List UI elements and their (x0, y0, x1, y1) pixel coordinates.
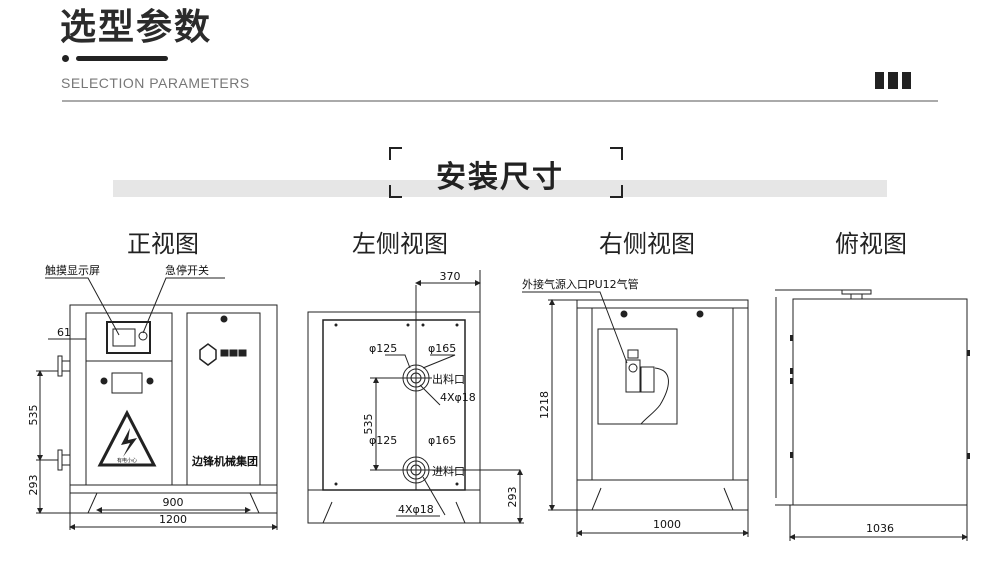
section-title: 安装尺寸 (436, 160, 564, 195)
title-underline-decoration (76, 56, 168, 61)
outlet-label: 出料口 (432, 372, 465, 386)
inlet-inner-dia: φ125 (369, 434, 397, 447)
header-divider (62, 100, 938, 102)
dim-293-front: 293 (27, 475, 40, 496)
dim-1036: 1036 (866, 522, 894, 535)
dim-535-front: 535 (27, 405, 40, 426)
air-inlet-callout: 外接气源入口PU12气管 (522, 277, 639, 291)
warning-text: 有电小心 (117, 457, 137, 464)
outlet-holes: 4Xφ18 (440, 391, 476, 404)
brand-text: 边锋机械集团 (191, 454, 258, 468)
dim-370: 370 (440, 270, 461, 283)
right-view-drawing: 外接气源入口PU12气管 1218 1000 (522, 277, 749, 537)
dim-900: 900 (163, 496, 184, 509)
left-view-label: 左侧视图 (352, 230, 448, 258)
brand-logo-icon (199, 343, 217, 366)
inlet-outer-dia: φ165 (428, 434, 456, 447)
top-view-drawing: 1036 (775, 289, 970, 541)
dim-293-left: 293 (506, 487, 519, 508)
air-filter-regulator-icon (625, 349, 669, 425)
dim-535-left: 535 (362, 414, 375, 435)
front-view-label: 正视图 (127, 230, 199, 258)
dim-1000: 1000 (653, 518, 681, 531)
dim-1200: 1200 (159, 513, 187, 526)
outlet-inner-dia: φ125 (369, 342, 397, 355)
front-view-drawing: 有电小心 边锋机械集团 触摸显示屏 急停开关 61 535 293 900 12… (27, 263, 278, 530)
left-view-drawing: 535 370 293 φ125 φ165 出料口 4Xφ18 φ125 φ16… (307, 270, 524, 524)
outlet-outer-dia: φ165 (428, 342, 456, 355)
warning-triangle-icon (97, 409, 157, 467)
page-subtitle: SELECTION PARAMETERS (61, 75, 250, 91)
inlet-label: 进料口 (432, 464, 465, 478)
three-bars-icon (875, 72, 911, 89)
title-dot-decoration (62, 55, 69, 62)
dim-1218: 1218 (538, 391, 551, 419)
touch-screen-callout: 触摸显示屏 (45, 263, 100, 277)
section-band (113, 180, 887, 197)
right-view-label: 右侧视图 (599, 230, 695, 258)
page-title: 选型参数 (60, 7, 213, 48)
emergency-stop-callout: 急停开关 (165, 263, 209, 277)
top-view-label: 俯视图 (835, 230, 907, 258)
dim-61: 61 (57, 326, 71, 339)
inlet-holes: 4Xφ18 (398, 503, 434, 516)
